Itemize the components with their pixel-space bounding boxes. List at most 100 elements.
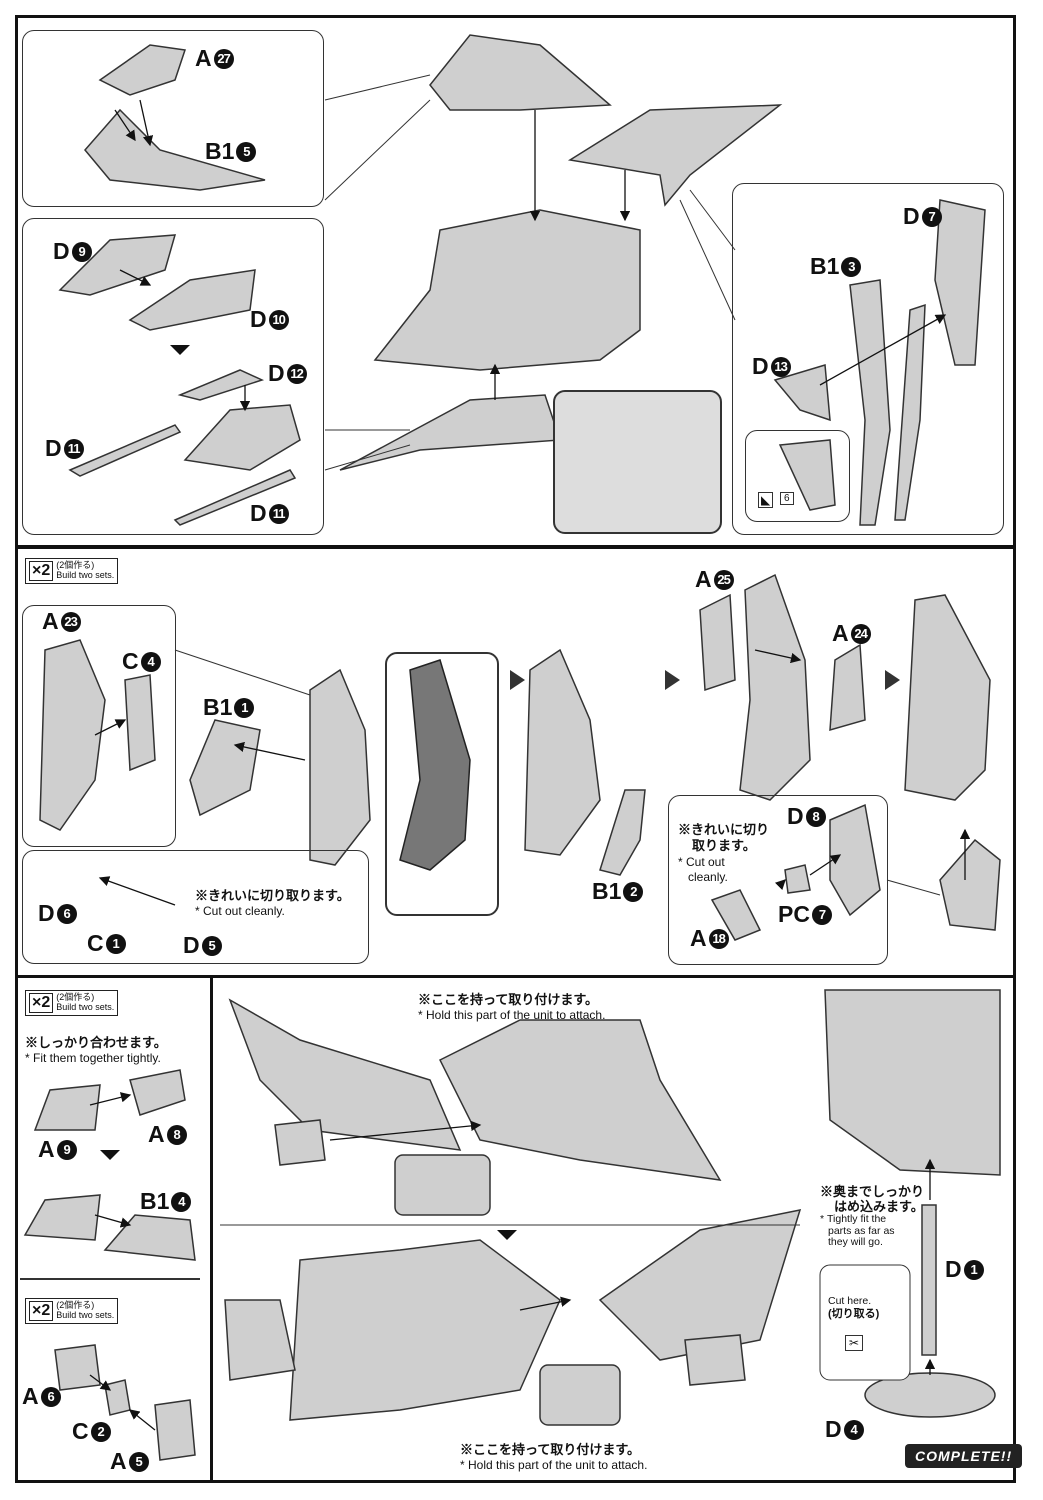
body-top xyxy=(438,1019,722,1181)
completed-armor xyxy=(904,594,991,801)
part-letter: A xyxy=(690,925,707,951)
step2-panel-a23 xyxy=(22,605,176,847)
part-a23 xyxy=(39,639,106,831)
part-letter: D xyxy=(53,238,70,264)
part-number: 24 xyxy=(850,623,871,644)
part-number: 7 xyxy=(811,904,832,925)
joint-top xyxy=(274,1119,326,1166)
gate-number: 6 xyxy=(780,492,794,505)
part-letter: A xyxy=(832,620,849,646)
part-letter: D xyxy=(945,1256,962,1282)
part-b13 xyxy=(849,279,891,526)
part-letter: A xyxy=(148,1121,165,1147)
part-letter: A xyxy=(695,566,712,592)
lower-blade xyxy=(339,394,562,471)
part-number: 11 xyxy=(268,503,289,524)
part-d10 xyxy=(128,269,256,331)
part-d8 xyxy=(829,803,881,917)
part-number: 5 xyxy=(201,935,222,956)
note-jp: ※きれいに切り xyxy=(678,822,770,837)
x2-icon: ×2 xyxy=(29,1301,54,1321)
note-fit-tightly: ※しっかり合わせます。* Fit them together tightly. xyxy=(25,1035,167,1066)
detail-box-bottom xyxy=(539,1364,621,1426)
main-body xyxy=(373,209,641,371)
step1-detail-closeup xyxy=(553,390,722,534)
armor-inner-highlight xyxy=(399,659,471,871)
part-letter: D xyxy=(825,1416,842,1442)
part-a24 xyxy=(829,643,866,732)
shoulder-armor xyxy=(309,668,371,866)
divider xyxy=(20,1278,200,1280)
note-en: they will go. xyxy=(828,1236,883,1249)
note-cut-here: Cut here.(切り取る) xyxy=(828,1295,879,1322)
part-number: 8 xyxy=(805,806,826,827)
part-letter: D xyxy=(183,932,200,958)
step1-panel-b13 xyxy=(732,183,1004,535)
part-number: 5 xyxy=(128,1451,149,1472)
part-letter: B1 xyxy=(810,253,840,279)
note-en: * Hold this part of the unit to attach. xyxy=(460,1458,648,1473)
note-jp: 取ります。 xyxy=(692,838,756,854)
badge-text: (2個作る)Build two sets. xyxy=(56,992,115,1013)
note-en: * Cut out xyxy=(678,854,725,869)
part-letter: B1 xyxy=(203,694,233,720)
part-letter: C xyxy=(87,930,104,956)
part-number: 5 xyxy=(236,141,257,162)
part-letter: D xyxy=(250,306,267,332)
part-d13 xyxy=(773,364,831,422)
part-letter: C xyxy=(122,648,139,674)
part-letter: PC xyxy=(778,901,810,927)
part-number: 10 xyxy=(268,309,289,330)
part-d12 xyxy=(177,369,265,401)
part-letter: B1 xyxy=(592,878,622,904)
step2-panel-d8 xyxy=(668,795,888,965)
part-letter: A xyxy=(110,1448,127,1474)
part-letter: A xyxy=(38,1136,55,1162)
part-letter: D xyxy=(38,900,55,926)
part-a9 xyxy=(33,1084,101,1131)
note-cut-cleanly-left: ※きれいに切り取ります。* Cut out cleanly. xyxy=(195,888,350,919)
note-jp: はめ込みます。 xyxy=(834,1198,924,1214)
part-a8 xyxy=(129,1069,186,1116)
part-a18 xyxy=(710,889,762,941)
part-d11-a xyxy=(68,424,182,477)
part-number: 13 xyxy=(770,356,791,377)
part-letter: D xyxy=(787,803,804,829)
assembled-d-unit xyxy=(183,404,301,471)
note-jp: (切り取る) xyxy=(828,1308,880,1321)
part-number: 6 xyxy=(56,903,77,924)
part-a25 xyxy=(699,593,736,692)
badge-en: Build two sets. xyxy=(56,1001,115,1012)
closeup-body xyxy=(824,989,1001,1176)
part-letter: B1 xyxy=(205,138,235,164)
part-number: 2 xyxy=(90,1421,111,1442)
booster-bottom xyxy=(598,1209,802,1361)
part-number: 1 xyxy=(234,697,255,718)
nipper-icon: ◣ xyxy=(758,492,774,508)
badge-text: (2個作る)Build two sets. xyxy=(56,560,114,581)
step2-highlight-panel xyxy=(385,652,499,916)
armor-a24-step xyxy=(739,573,811,801)
detail-box-top xyxy=(394,1154,491,1216)
note-jp: ※しっかり合わせます。 xyxy=(25,1035,167,1050)
badge-jp: (2個作る) xyxy=(56,992,95,1002)
